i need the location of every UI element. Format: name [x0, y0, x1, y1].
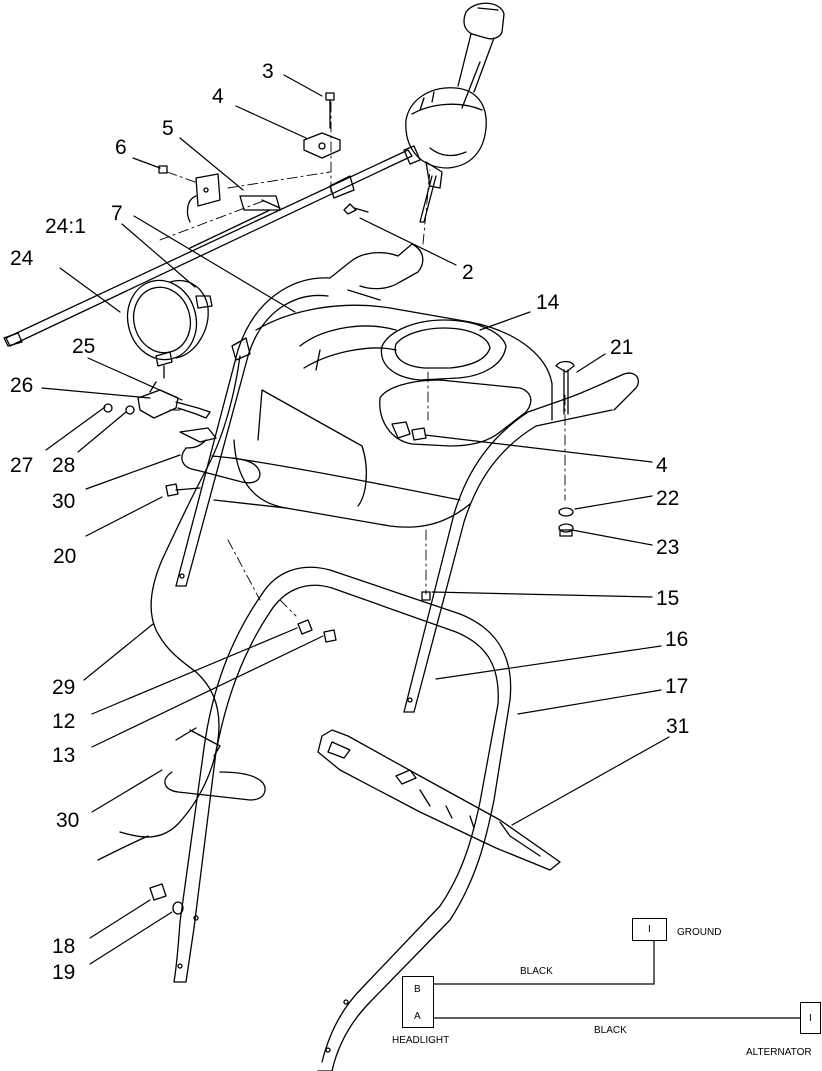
headlight-bracket — [103, 381, 211, 419]
dashboard-panel — [213, 304, 553, 528]
callout-31: 31 — [666, 715, 690, 738]
ground-terminal-box: I — [632, 918, 667, 941]
bolts-18-20 — [149, 483, 201, 915]
callout-2: 2 — [462, 261, 474, 284]
small-hardware — [158, 92, 369, 223]
callout-19: 19 — [52, 961, 76, 984]
wire-harness — [97, 337, 266, 861]
callout-3: 3 — [262, 60, 274, 83]
callout-7: 7 — [111, 202, 123, 225]
callout-30-bottom: 30 — [56, 809, 80, 832]
callout-23: 23 — [656, 536, 680, 559]
wire-color-ground-run: BLACK — [520, 966, 553, 977]
callout-17: 17 — [665, 675, 689, 698]
headlight-pin-b: B — [414, 984, 421, 995]
callout-29: 29 — [52, 676, 76, 699]
fastener-21-23 — [555, 360, 575, 537]
leader-lines — [41, 74, 670, 965]
callout-24: 24 — [10, 247, 34, 270]
shift-rod — [3, 149, 413, 347]
callout-27: 27 — [10, 454, 34, 477]
callout-6: 6 — [115, 136, 127, 159]
upper-handle — [175, 243, 639, 713]
alternator-terminal-box: I — [800, 1002, 821, 1034]
callout-26: 26 — [10, 374, 34, 397]
lower-handle — [173, 566, 512, 1071]
headlight-label: HEADLIGHT — [392, 1035, 450, 1046]
callout-12: 12 — [52, 710, 76, 733]
callout-28: 28 — [52, 454, 76, 477]
callout-5: 5 — [162, 117, 174, 140]
chute-deflector — [317, 729, 561, 871]
callout-25: 25 — [72, 335, 96, 358]
headlight-connector-box: B A — [402, 976, 434, 1028]
callout-24-1: 24:1 — [45, 215, 86, 238]
ground-terminal-letter: I — [648, 924, 651, 935]
callout-22: 22 — [656, 487, 680, 510]
headlight-part — [126, 279, 213, 379]
callout-4-top: 4 — [212, 85, 224, 108]
callout-21: 21 — [610, 336, 634, 359]
alternator-label: ALTERNATOR — [746, 1047, 812, 1058]
shift-control-handle — [403, 2, 505, 223]
fastener-12-15 — [297, 591, 431, 643]
wiring-schematic — [433, 940, 801, 1019]
callout-15: 15 — [656, 587, 680, 610]
callout-20: 20 — [53, 545, 77, 568]
headlight-pin-a: A — [414, 1011, 421, 1022]
callout-4-right: 4 — [656, 454, 668, 477]
callout-30-top: 30 — [52, 490, 76, 513]
wire-color-alternator-run: BLACK — [594, 1025, 627, 1036]
ground-label: GROUND — [677, 927, 722, 938]
chute-ring — [379, 319, 532, 447]
callout-18: 18 — [52, 935, 76, 958]
alternator-terminal-letter: I — [809, 1013, 812, 1024]
callout-14: 14 — [536, 291, 560, 314]
callout-16: 16 — [665, 628, 689, 651]
callout-13: 13 — [52, 744, 76, 767]
